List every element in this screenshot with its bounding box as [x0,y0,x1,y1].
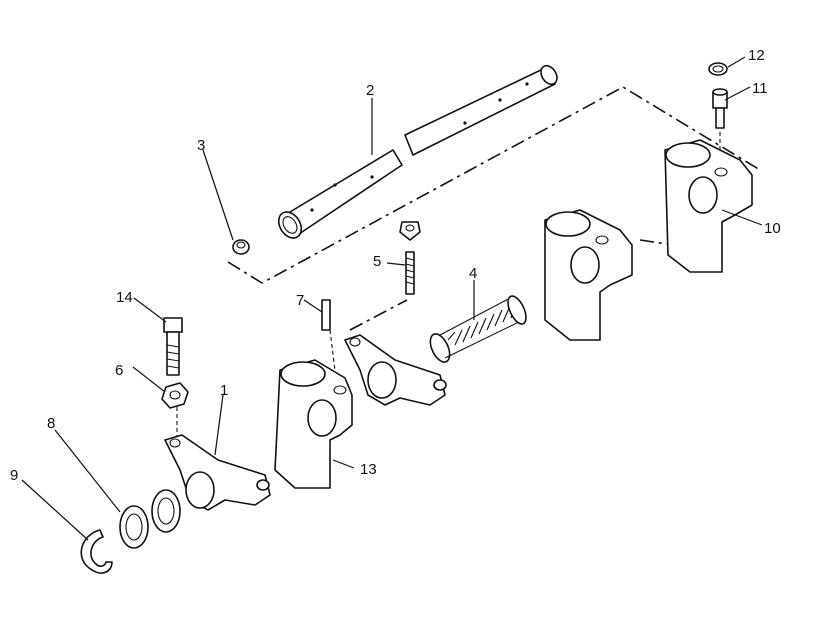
rocker-arm [164,434,271,511]
shaft-plug [232,239,250,255]
adjusting-screw [399,221,421,295]
callout-11: 11 [752,80,768,97]
callout-12: 12 [748,47,765,64]
sealing-washer [708,62,728,76]
oil-fitting [712,88,728,129]
callout-1: 1 [220,382,228,399]
callout-7: 7 [296,292,304,309]
dowel-pin [321,299,331,331]
hex-nut [161,382,189,409]
callout-13: 13 [360,461,377,478]
callout-4: 4 [469,265,477,282]
retaining-ring [80,529,113,574]
callout-3: 3 [197,137,205,154]
front-support-bracket [274,359,353,489]
center-support-bracket [544,209,633,341]
coil-spring [429,295,527,363]
callout-9: 9 [10,467,18,484]
rocker-arm-upper [344,334,447,406]
callout-10: 10 [764,220,781,237]
rocker-shaft [277,64,558,239]
hex-bolt [163,317,183,376]
callout-8: 8 [47,415,55,432]
callout-labels: 1 2 3 4 5 6 7 8 9 10 11 12 13 14 [10,47,781,484]
leader-lines [21,56,763,541]
callout-6: 6 [115,362,123,379]
callout-2: 2 [366,82,374,99]
assembly-guide-lines [176,86,761,440]
callout-5: 5 [373,253,381,270]
end-support-bracket [664,139,753,273]
callout-14: 14 [116,289,133,306]
thrust-washers [119,489,181,549]
